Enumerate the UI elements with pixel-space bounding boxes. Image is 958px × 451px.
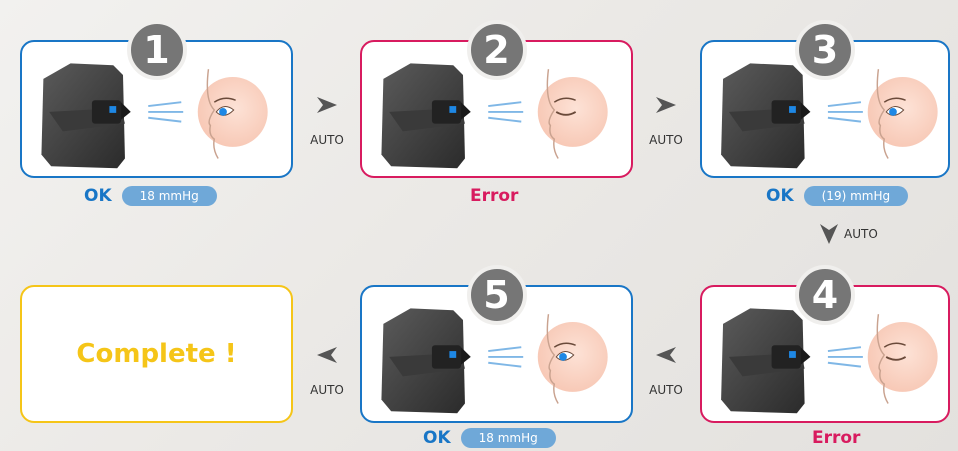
- device-icon: [381, 308, 471, 414]
- step-1-panel: 1: [20, 20, 293, 178]
- step-5-panel: 5: [360, 265, 633, 423]
- device-icon: [721, 308, 811, 414]
- tonometer-scene: [41, 63, 268, 169]
- arrow-down-icon: [820, 224, 838, 244]
- status-label: OK: [766, 186, 794, 206]
- complete-label: Complete !: [76, 339, 237, 369]
- tonometer-scene: [721, 63, 938, 169]
- air-puff-icon: [827, 346, 863, 368]
- auto-arrow: AUTO: [818, 222, 898, 246]
- auto-arrow: AUTO: [304, 345, 350, 397]
- arrow-right-icon: [317, 97, 337, 113]
- face-icon: [867, 314, 938, 404]
- step-number-badge: 3: [795, 20, 855, 80]
- step-2-status: Error: [470, 186, 518, 206]
- auto-arrow: AUTO: [304, 95, 350, 147]
- step-number-badge: 1: [126, 20, 187, 80]
- step-1-status: OK 18 mmHg: [84, 186, 217, 206]
- auto-label: AUTO: [310, 133, 344, 147]
- step-2-panel: 2: [360, 20, 633, 178]
- auto-arrow: AUTO: [643, 345, 689, 397]
- step-4-status: Error: [812, 428, 860, 448]
- device-icon: [41, 63, 131, 169]
- status-label: OK: [423, 428, 451, 448]
- step-5-status: OK 18 mmHg: [423, 428, 556, 448]
- pressure-reading: 18 mmHg: [460, 428, 556, 448]
- device-icon: [381, 63, 471, 169]
- complete-panel: Complete !: [20, 285, 293, 423]
- face-icon: [537, 69, 608, 159]
- step-4-panel: 4: [700, 265, 950, 423]
- step-number-badge: 2: [466, 20, 527, 80]
- step-3-panel: 3: [700, 20, 950, 178]
- air-puff-icon: [827, 101, 863, 123]
- air-puff-icon: [488, 346, 524, 368]
- auto-arrow: AUTO: [643, 95, 689, 147]
- step-3-status: OK (19) mmHg: [766, 186, 909, 206]
- pressure-reading: 18 mmHg: [121, 186, 217, 206]
- auto-label: AUTO: [649, 383, 683, 397]
- face-icon: [197, 69, 268, 159]
- status-label: Error: [812, 428, 861, 448]
- pressure-reading: (19) mmHg: [803, 186, 909, 206]
- tonometer-scene: [721, 308, 938, 414]
- tonometer-scene: [381, 63, 608, 169]
- air-puff-icon: [148, 101, 184, 123]
- step-number-badge: 4: [795, 265, 855, 325]
- auto-label: AUTO: [844, 227, 878, 241]
- arrow-left-icon: [317, 347, 337, 363]
- device-icon: [721, 63, 811, 169]
- face-icon: [867, 69, 938, 159]
- face-icon: [537, 314, 608, 404]
- arrow-left-icon: [656, 347, 676, 363]
- auto-label: AUTO: [649, 133, 683, 147]
- status-label: Error: [470, 186, 519, 206]
- step-number-badge: 5: [466, 265, 527, 325]
- air-puff-icon: [488, 101, 524, 123]
- status-label: OK: [84, 186, 112, 206]
- arrow-right-icon: [656, 97, 676, 113]
- auto-label: AUTO: [310, 383, 344, 397]
- tonometer-scene: [381, 308, 608, 414]
